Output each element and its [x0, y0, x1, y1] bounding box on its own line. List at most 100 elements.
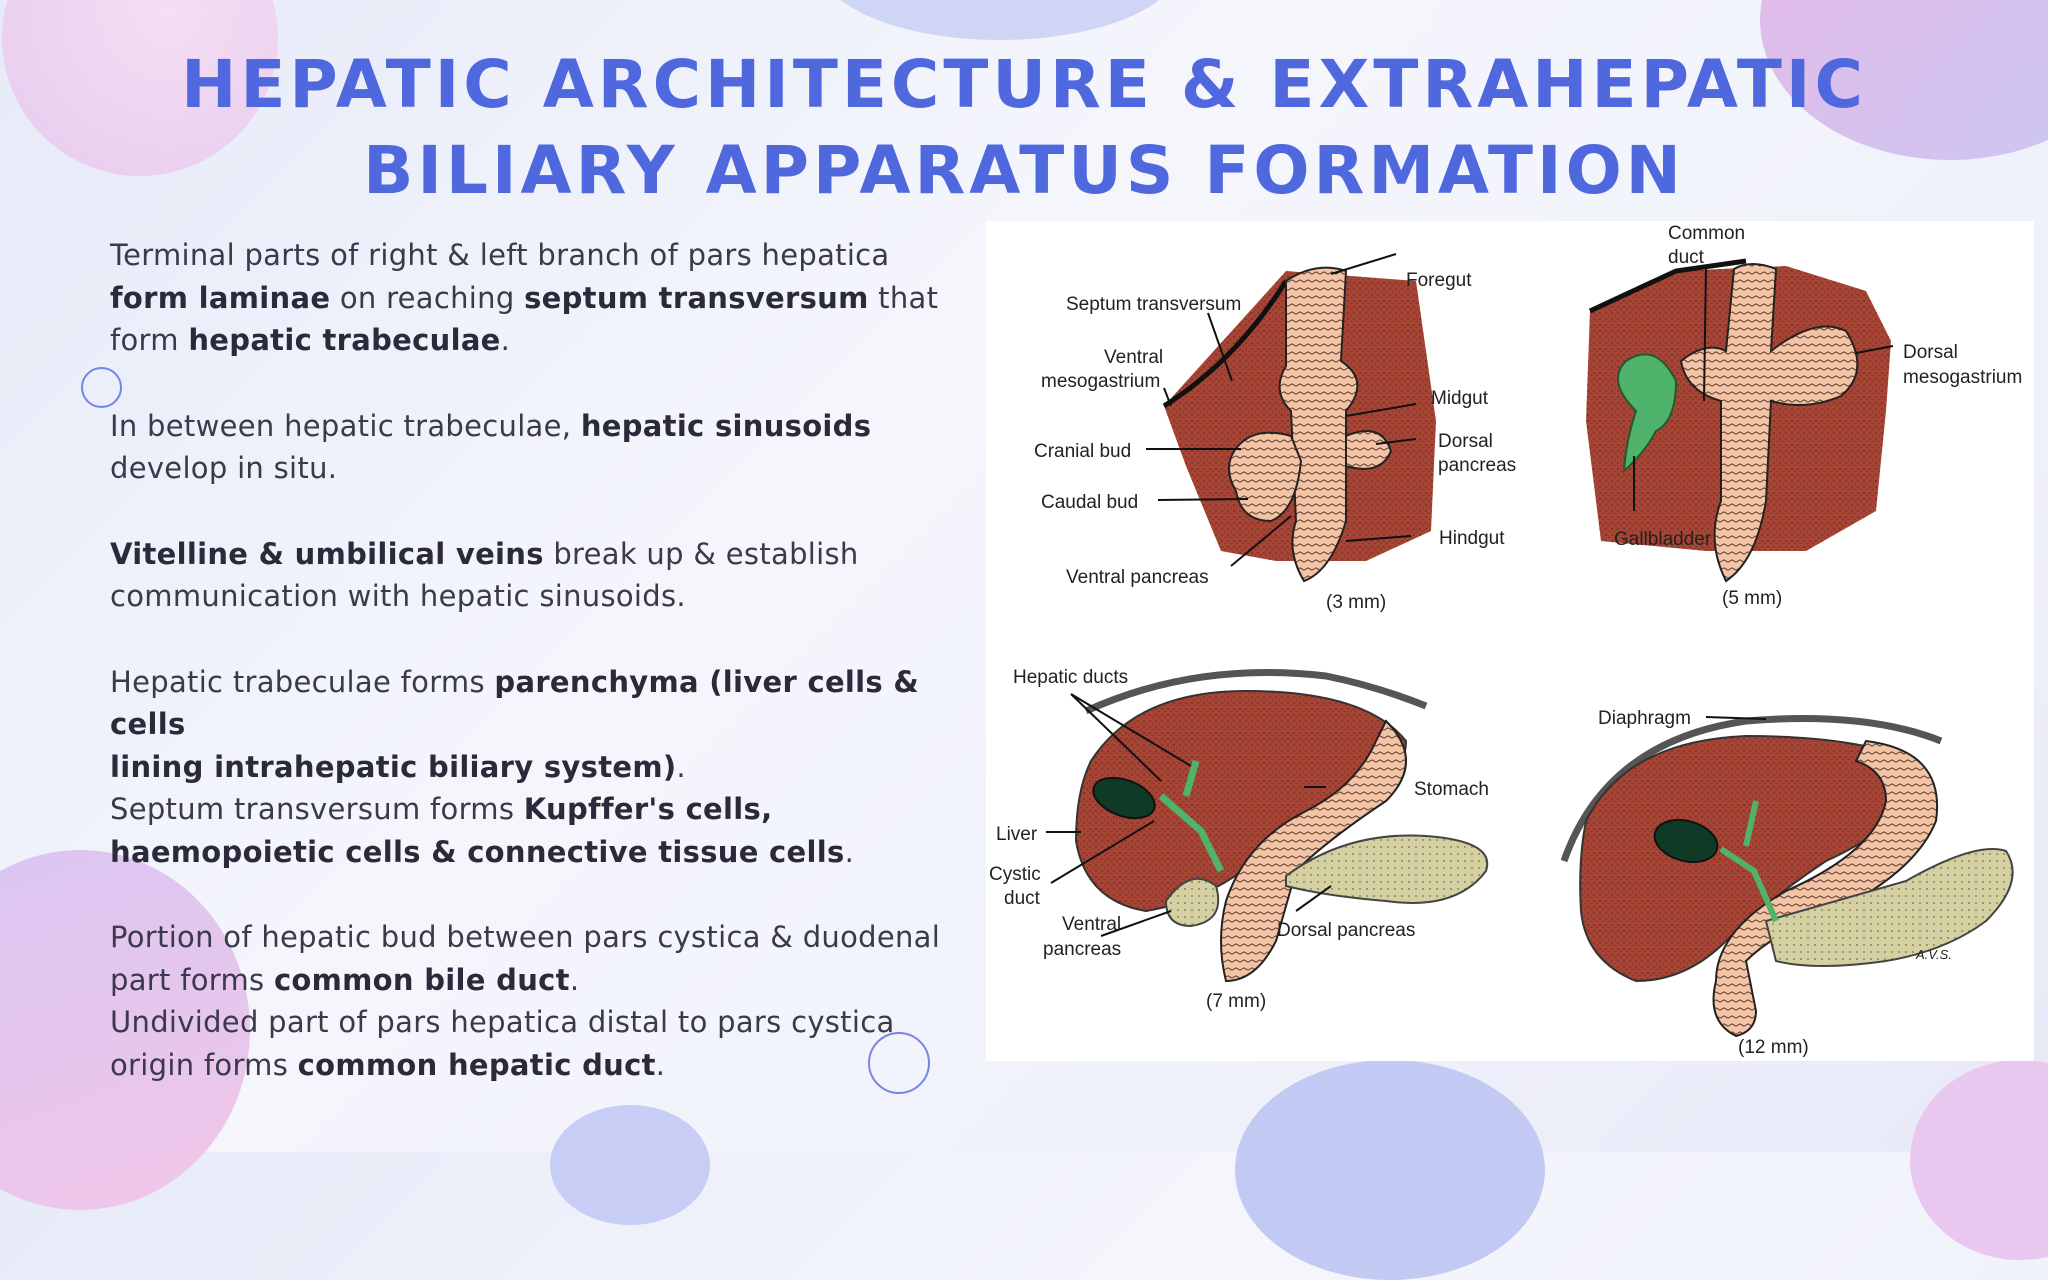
gallbladder-12mm — [1653, 818, 1719, 864]
label-common: Common — [1668, 223, 1745, 244]
gut-5mm — [1679, 263, 1859, 583]
stage-3mm: (3 mm) — [1326, 592, 1386, 613]
p5-text-5: origin forms — [110, 1047, 298, 1082]
dorsal-pancreas-7mm — [1285, 834, 1489, 904]
p1-bold-1: form laminae — [110, 280, 331, 315]
slide-title: Hepatic Architecture & Extrahepatic Bili… — [0, 42, 2048, 214]
paragraph-4: Hepatic trabeculae forms parenchyma (liv… — [110, 661, 990, 874]
decor-blob-bottom-right — [1910, 1060, 2048, 1260]
p4-text-3: Septum transversum forms — [110, 792, 524, 826]
p2-bold: hepatic sinusoids — [580, 408, 872, 443]
label-ventral-2: Ventral — [1062, 914, 1121, 935]
label-gallbladder: Gallbladder — [1614, 529, 1712, 550]
stage-5mm: (5 mm) — [1722, 588, 1782, 609]
gallbladder-7mm — [1092, 776, 1156, 820]
p3-text: break up & establish — [543, 536, 859, 571]
p4-text: Hepatic trabeculae forms — [110, 664, 495, 699]
p1-bold-2: septum transversum — [524, 280, 869, 315]
paragraph-5: Portion of hepatic bud between pars cyst… — [110, 916, 990, 1086]
p5-text-6: . — [655, 1047, 666, 1082]
label-hepatic-ducts: Hepatic ducts — [1013, 667, 1128, 688]
p4-bold-4: haemopoietic cells & connective tissue c… — [110, 834, 845, 869]
leader-septum — [1207, 312, 1233, 382]
p2-text: In between hepatic trabeculae, — [110, 408, 581, 443]
paragraph-1: Terminal parts of right & left branch of… — [110, 234, 990, 362]
p5-text-2: part forms — [110, 962, 274, 997]
label-dorsal: Dorsal — [1438, 431, 1493, 452]
decor-ring-large — [868, 1032, 930, 1094]
leader-foregut — [1330, 253, 1397, 275]
dorsal-pancreas-bud — [1345, 430, 1393, 470]
title-line-1: Hepatic Architecture & Extrahepatic — [181, 46, 1867, 123]
label-mesogastrium-2: mesogastrium — [1903, 367, 2022, 388]
p5-bold-2: common hepatic duct — [297, 1047, 656, 1082]
leader-cystic-duct — [1050, 820, 1155, 884]
title-line-2: Biliary Apparatus Formation — [363, 132, 1685, 209]
label-ventral: Ventral — [1104, 347, 1163, 368]
artist-initials: A.V.S. — [1915, 947, 1952, 962]
label-caudal-bud: Caudal bud — [1041, 492, 1138, 513]
p1-text-3: that — [868, 280, 939, 315]
paragraph-3: Vitelline & umbilical veins break up & e… — [110, 533, 990, 618]
bile-duct-12mm — [1719, 800, 1779, 923]
leader-dorsal-mesogastrium — [1855, 345, 1894, 354]
p5-text: Portion of hepatic bud between pars cyst… — [110, 920, 941, 954]
mesogastrium-5mm — [1588, 258, 1747, 314]
stage-7mm: (7 mm) — [1206, 991, 1266, 1012]
leader-caudal-bud — [1157, 498, 1249, 501]
label-cystic: Cystic — [989, 864, 1041, 885]
label-foregut: Foregut — [1406, 270, 1472, 291]
label-midgut: Midgut — [1431, 388, 1489, 409]
paragraph-2: In between hepatic trabeculae, hepatic s… — [110, 405, 990, 490]
label-duct-2: duct — [1004, 888, 1041, 909]
liver-development-figure: Foregut Septum transversum Ventral mesog… — [986, 221, 2034, 1061]
p1-bold-3: hepatic trabeculae — [188, 323, 501, 357]
p4-text-2: . — [676, 749, 686, 784]
decor-blob-bottom-center — [1235, 1060, 1545, 1280]
panel-5mm: Common duct Dorsal mesogastrium Gallblad… — [1586, 223, 2022, 609]
leader-mesogastrium — [1163, 387, 1172, 407]
decor-blob-top-center — [820, 0, 1180, 40]
label-stomach: Stomach — [1414, 779, 1489, 800]
liver-12mm — [1579, 734, 1918, 983]
leader-dorsal-pancreas — [1375, 438, 1417, 445]
label-hindgut: Hindgut — [1439, 528, 1505, 549]
p1-text-5: . — [500, 323, 511, 357]
stage-12mm: (12 mm) — [1738, 1037, 1809, 1058]
label-cranial-bud: Cranial bud — [1034, 441, 1131, 462]
label-diaphragm: Diaphragm — [1598, 708, 1691, 729]
p5-text-3: . — [569, 962, 580, 997]
leader-hindgut — [1345, 535, 1412, 542]
leader-ventral-pancreas — [1230, 515, 1292, 567]
leader-dorsal-pancreas-2 — [1295, 885, 1332, 912]
p5-bold-1: common bile duct — [273, 962, 570, 997]
leader-midgut — [1345, 403, 1417, 417]
label-ventral-pancreas: Ventral pancreas — [1066, 567, 1209, 588]
pancreas-12mm — [1764, 848, 2014, 967]
label-mesogastrium: mesogastrium — [1041, 371, 1160, 392]
leader-diaphragm — [1705, 716, 1767, 720]
panel-12mm: Diaphragm A.V.S. (12 mm) — [1560, 708, 2014, 1058]
leader-hepatic-ducts-2 — [1070, 693, 1192, 767]
p4-text-4: . — [844, 834, 855, 869]
decor-ring-small — [81, 367, 122, 408]
label-dorsal-pancreas-3: Dorsal pancreas — [1277, 920, 1415, 941]
p4-bold-3: Kupffer's cells, — [523, 792, 773, 826]
diaphragm-12mm — [1560, 715, 1943, 863]
stomach-7mm — [1220, 719, 1407, 983]
p3-bold: Vitelline & umbilical veins — [110, 536, 544, 571]
p5-text-4: Undivided part of pars hepatica distal t… — [110, 1005, 895, 1039]
label-liver: Liver — [996, 824, 1038, 845]
label-duct: duct — [1668, 247, 1705, 268]
label-pancreas: pancreas — [1438, 455, 1516, 476]
label-pancreas-2: pancreas — [1043, 939, 1121, 960]
gallbladder-5mm — [1617, 353, 1678, 474]
p3-text-2: communication with hepatic sinusoids. — [110, 579, 686, 613]
label-dorsal-2: Dorsal — [1903, 342, 1958, 363]
body-text: Terminal parts of right & left branch of… — [110, 234, 990, 1129]
ventral-pancreas-7mm — [1164, 877, 1220, 928]
leader-common-duct — [1703, 265, 1707, 402]
p1-text: Terminal parts of right & left branch of… — [110, 238, 890, 272]
bile-duct-7mm — [1158, 760, 1225, 873]
panel-3mm: Foregut Septum transversum Ventral mesog… — [1034, 253, 1516, 613]
